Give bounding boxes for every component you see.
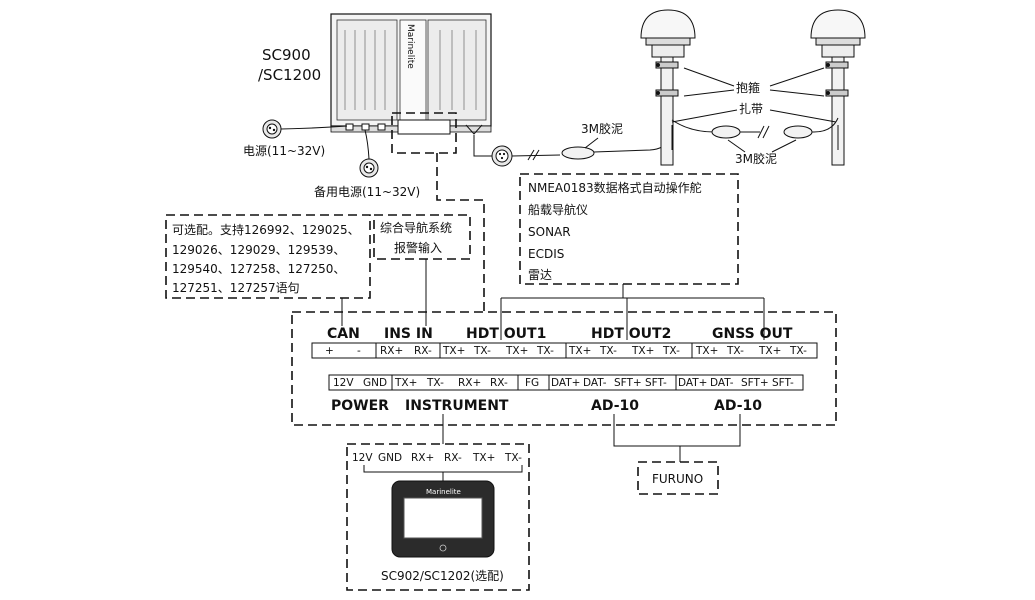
mount-bracket: [465, 124, 483, 135]
display-unit-box: [346, 443, 530, 591]
top-pin-11: TX-: [662, 345, 680, 357]
top-pin-5: TX-: [473, 345, 491, 357]
top-pin-14: TX+: [758, 345, 781, 357]
backup-power-connector-icon: [359, 158, 379, 178]
bottom-pin-0: 12V: [333, 377, 354, 389]
connector-panel: [291, 311, 837, 426]
device-model-line2: /SC1200: [258, 66, 321, 84]
bottom-pin-1: GND: [363, 377, 387, 389]
display-pin-labels: 12V GND RX+ RX- TX+ TX-: [352, 452, 522, 464]
top-pin-4: TX+: [442, 345, 465, 357]
bottom-pin-7: DAT+: [551, 377, 580, 389]
clamp-label: 抱箍: [736, 80, 760, 95]
header-power: POWER: [331, 398, 389, 414]
header-ad10-1: AD-10: [591, 398, 639, 414]
device-to-panel-route: [436, 153, 485, 312]
bottom-pin-2: TX+: [394, 377, 417, 389]
main-device-unit: Marinelite: [330, 13, 492, 135]
device-model-line1: SC900: [262, 46, 311, 64]
output-device-4: 雷达: [528, 268, 552, 282]
display-label: SC902/SC1202(选配): [381, 569, 504, 583]
top-pin-labels: + - RX+ RX- TX+ TX- TX+ TX- TX+ TX- TX+ TX- TX+ TX- TX…: [325, 345, 807, 357]
ins-note-line-1: 报警输入: [394, 240, 442, 255]
display-brand-text: Marinelite: [426, 488, 461, 496]
bottom-pin-9: SFT+: [614, 377, 642, 389]
can-note-line-3: 127251、127257语句: [172, 281, 300, 295]
header-ins-in: INS IN: [384, 326, 433, 342]
header-instrument: INSTRUMENT: [405, 398, 509, 414]
display-pin-4: TX+: [472, 452, 495, 464]
tape-label-right: 3M胶泥: [735, 151, 777, 166]
top-pin-3: RX-: [414, 345, 432, 357]
tape-wrap-mid-right: [783, 125, 813, 139]
top-pin-12: TX+: [695, 345, 718, 357]
top-pin-13: TX-: [726, 345, 744, 357]
antenna-right: [810, 9, 866, 166]
display-pin-5: TX-: [504, 452, 522, 464]
output-device-1: 船载导航仪: [528, 202, 588, 217]
header-ad10-2: AD-10: [714, 398, 762, 414]
bottom-pin-5: RX-: [490, 377, 508, 389]
can-note-line-2: 129540、127258、127250、: [172, 262, 345, 276]
display-pin-3: RX-: [444, 452, 462, 464]
ins-note-line-0: 综合导航系统: [380, 220, 452, 235]
display-device: Marinelite: [391, 480, 495, 558]
tie-label: 扎带: [739, 102, 763, 116]
top-pin-1: -: [357, 345, 361, 357]
ins-note-box: [373, 214, 471, 260]
display-pin-0: 12V: [352, 452, 373, 464]
output-devices-box: [519, 173, 739, 285]
bottom-pin-8: DAT-: [583, 377, 607, 389]
bottom-terminal-strip: [328, 374, 804, 391]
furuno-label: FURUNO: [652, 472, 703, 486]
tape-wrap-mid-left: [711, 125, 741, 139]
top-pin-10: TX+: [631, 345, 654, 357]
bottom-pin-10: SFT-: [645, 377, 667, 389]
header-hdt-out1: HDT OUT1: [466, 326, 546, 342]
header-gnss-out: GNSS OUT: [712, 326, 793, 342]
display-pin-1: GND: [378, 452, 402, 464]
top-pin-6: TX+: [505, 345, 528, 357]
can-note-line-0: 可选配。支持126992、129025、: [172, 222, 360, 237]
top-pin-2: RX+: [380, 345, 403, 357]
bottom-pin-4: RX+: [458, 377, 481, 389]
display-pin-2: RX+: [411, 452, 434, 464]
tape-wrap-left: [561, 146, 595, 160]
bottom-pin-13: SFT+: [741, 377, 769, 389]
bottom-pin-3: TX-: [426, 377, 444, 389]
can-note-box: [165, 214, 371, 299]
tape-label-left: 3M胶泥: [581, 121, 623, 136]
top-pin-7: TX-: [536, 345, 554, 357]
device-brand-text: Marinelite: [405, 24, 415, 69]
top-terminal-strip: [311, 342, 818, 359]
backup-power-label: 备用电源(11~32V): [314, 185, 420, 199]
bottom-pin-6: FG: [525, 377, 539, 389]
device-connector-highlight: [391, 112, 457, 154]
output-device-0: NMEA0183数据格式自动操作舵: [528, 180, 702, 195]
bottom-pin-12: DAT-: [710, 377, 734, 389]
top-pin-8: TX+: [568, 345, 591, 357]
output-device-2: SONAR: [528, 225, 571, 239]
output-device-3: ECDIS: [528, 247, 564, 261]
top-pin-0: +: [325, 345, 334, 357]
header-hdt-out2: HDT OUT2: [591, 326, 671, 342]
power-connector-icon: [262, 119, 282, 139]
can-note-line-1: 129026、129029、129539、: [172, 243, 345, 257]
antenna-left: [640, 9, 696, 166]
bottom-pin-14: SFT-: [772, 377, 794, 389]
bottom-pin-11: DAT+: [678, 377, 707, 389]
main-power-label: 电源(11~32V): [243, 144, 325, 158]
antenna-cable-connector-icon: [491, 145, 513, 167]
top-pin-9: TX-: [599, 345, 617, 357]
header-can: CAN: [327, 326, 360, 342]
top-pin-15: TX-: [789, 345, 807, 357]
